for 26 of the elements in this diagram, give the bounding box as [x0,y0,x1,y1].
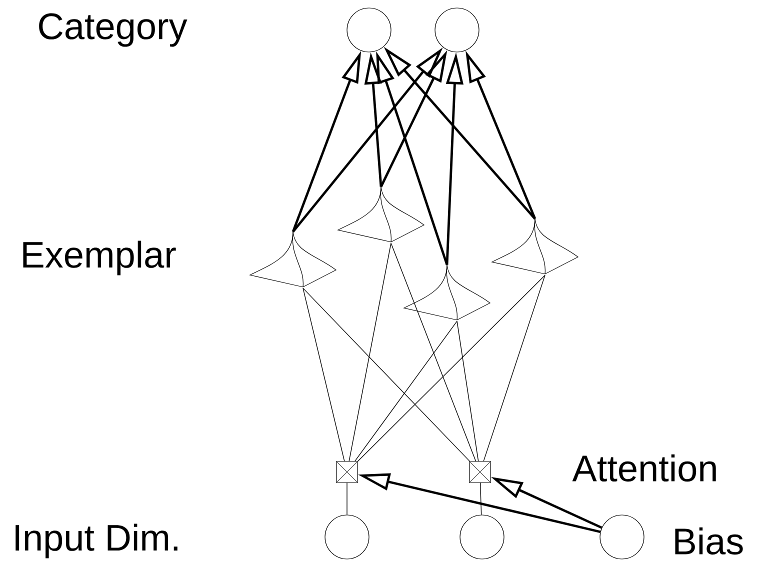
unit-label: Bias [675,527,743,555]
exemplar-unit [250,232,336,288]
connection-line [390,242,476,462]
layer-label: Attention [572,454,716,482]
layer-label: Exemplar [23,240,176,276]
unit-circle [346,8,392,52]
connection-line [348,242,392,462]
connection-line [302,288,345,462]
unit-circle [600,514,644,560]
connection-line [456,320,479,462]
unit-circle [460,514,504,560]
exemplar-unit [338,186,424,242]
connection-line [354,320,458,462]
layer-label: Input Dim. [16,524,178,558]
exemplar-unit [492,218,578,274]
attention-gate [468,460,492,484]
attention-gate [336,460,358,484]
connection-line [483,274,546,462]
exemplar-unit [404,264,490,320]
connection-line [480,482,482,516]
connection-line [357,274,546,462]
unit-circle [434,8,480,52]
connection-line [302,288,470,462]
connection-line [346,482,348,516]
layer-label: Category [39,13,188,47]
unit-circle [324,514,370,560]
